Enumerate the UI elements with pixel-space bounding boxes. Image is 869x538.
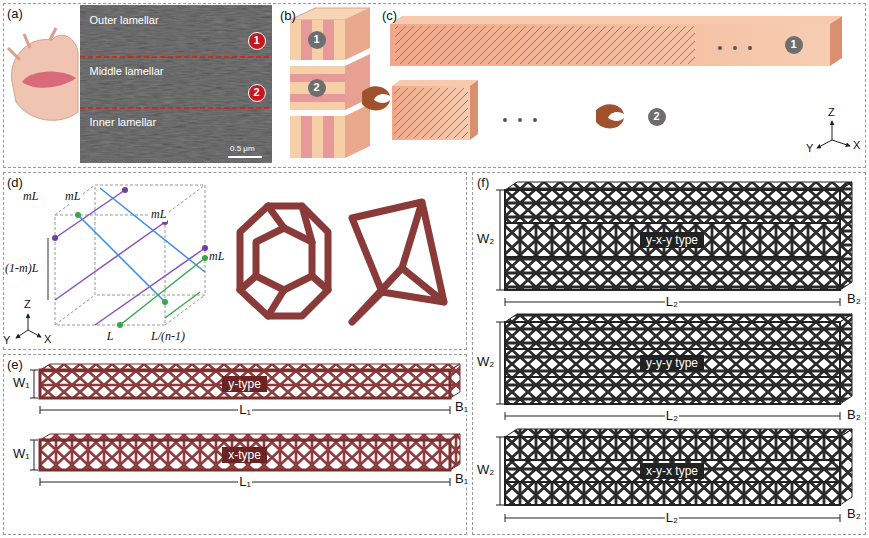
- dimension-label: W₁: [12, 376, 31, 391]
- dimension-label: mL: [22, 190, 39, 204]
- beam-type: y-x-y type: [640, 232, 704, 248]
- layer-name: Middle lamellar: [90, 65, 164, 77]
- callout-number: 1: [790, 39, 796, 50]
- layer-band: 2 Middle lamellar: [80, 57, 272, 107]
- lattice-beam: y-type: [40, 370, 450, 398]
- callout-circle: 1: [308, 31, 326, 49]
- dimension-label: (1-m)L: [4, 262, 39, 276]
- dimension-label: B₂: [846, 408, 862, 423]
- dimension-label: L₂: [665, 409, 679, 424]
- dimension-label: L₂: [665, 295, 679, 310]
- panel-letter: (d): [7, 175, 23, 190]
- dimension-label: B₂: [846, 292, 862, 307]
- unit-cells: [240, 202, 444, 322]
- beam-type: y-y-y type: [640, 355, 704, 371]
- beam-type: y-type: [222, 376, 267, 392]
- lattice-beam: y-x-y type: [505, 190, 840, 290]
- figure-panel: 1 Outer lamellar 2 Middle lamellarInner lam…: [3, 3, 866, 168]
- panel-letter: (f): [477, 175, 489, 190]
- beam-type: x-y-x type: [640, 463, 704, 479]
- dimension-label: B₁: [454, 472, 469, 487]
- dimension-label: L₂: [665, 511, 679, 526]
- conch-shell: [8, 28, 78, 120]
- dimension-label: L₁: [238, 475, 252, 490]
- callout-circle: 2: [308, 79, 326, 97]
- callout-number: 1: [253, 35, 259, 46]
- callout-circle: 2: [648, 108, 666, 126]
- panel-letter: (e): [7, 357, 23, 372]
- sem-micrograph: [80, 5, 272, 163]
- callout-number: 2: [253, 87, 259, 98]
- dimension-label: mL: [208, 250, 225, 264]
- dimension-label: mL: [64, 190, 81, 204]
- callout-number: 2: [653, 111, 659, 122]
- layer-band: Inner lamellar: [80, 108, 272, 162]
- lattice-beam: x-type: [40, 440, 450, 470]
- callout-number: 2: [313, 82, 319, 93]
- lamella-bars: [390, 16, 850, 148]
- panel-letter: (b): [280, 8, 296, 23]
- dimension-label: W₂: [476, 463, 495, 478]
- dimension-label: W₂: [476, 355, 495, 370]
- figure-panel: y-type x-type (e): [3, 354, 467, 535]
- dimension-label: W₁: [12, 447, 31, 462]
- lattice-beams-f: [496, 182, 852, 522]
- dimension-label: L/(n-1): [150, 330, 186, 344]
- callout-number: 1: [313, 34, 319, 45]
- figure-panel: y-x-y type y-y-y type x-y-x type (f): [472, 172, 866, 535]
- dimension-label: W₂: [476, 232, 495, 247]
- axis-label: Z: [24, 298, 31, 311]
- layer-name: Outer lamellar: [90, 14, 159, 26]
- callout-circle: 2: [248, 84, 266, 102]
- lattice-beam: y-y-y type: [505, 322, 840, 404]
- axis-label: Z: [828, 106, 835, 119]
- callout-circle: 1: [785, 36, 803, 54]
- dimension-label: mL: [150, 208, 167, 222]
- axis-label: Y: [806, 142, 813, 155]
- lattice-beams-e: [30, 364, 460, 486]
- panel-letter: (a): [7, 6, 23, 21]
- lamellar-cube: [290, 8, 390, 158]
- panel-letter: (c): [382, 8, 397, 23]
- callout-circle: 1: [248, 32, 266, 50]
- axis-label: X: [44, 333, 51, 346]
- lattice-beam: x-y-x type: [505, 437, 840, 505]
- scale-bar-label: 0.5 μm: [230, 144, 255, 153]
- layer-band: 1 Outer lamellar: [80, 6, 272, 56]
- layer-name: Inner lamellar: [90, 116, 157, 128]
- dimension-label: L: [106, 330, 115, 344]
- lattice-schematic: [16, 185, 208, 338]
- axis-label: Y: [3, 334, 10, 347]
- dimension-label: B₁: [454, 400, 469, 415]
- dimension-label: L₁: [238, 403, 252, 418]
- dimension-label: B₂: [846, 507, 862, 522]
- beam-type: x-type: [222, 447, 267, 463]
- axis-label: X: [853, 139, 860, 152]
